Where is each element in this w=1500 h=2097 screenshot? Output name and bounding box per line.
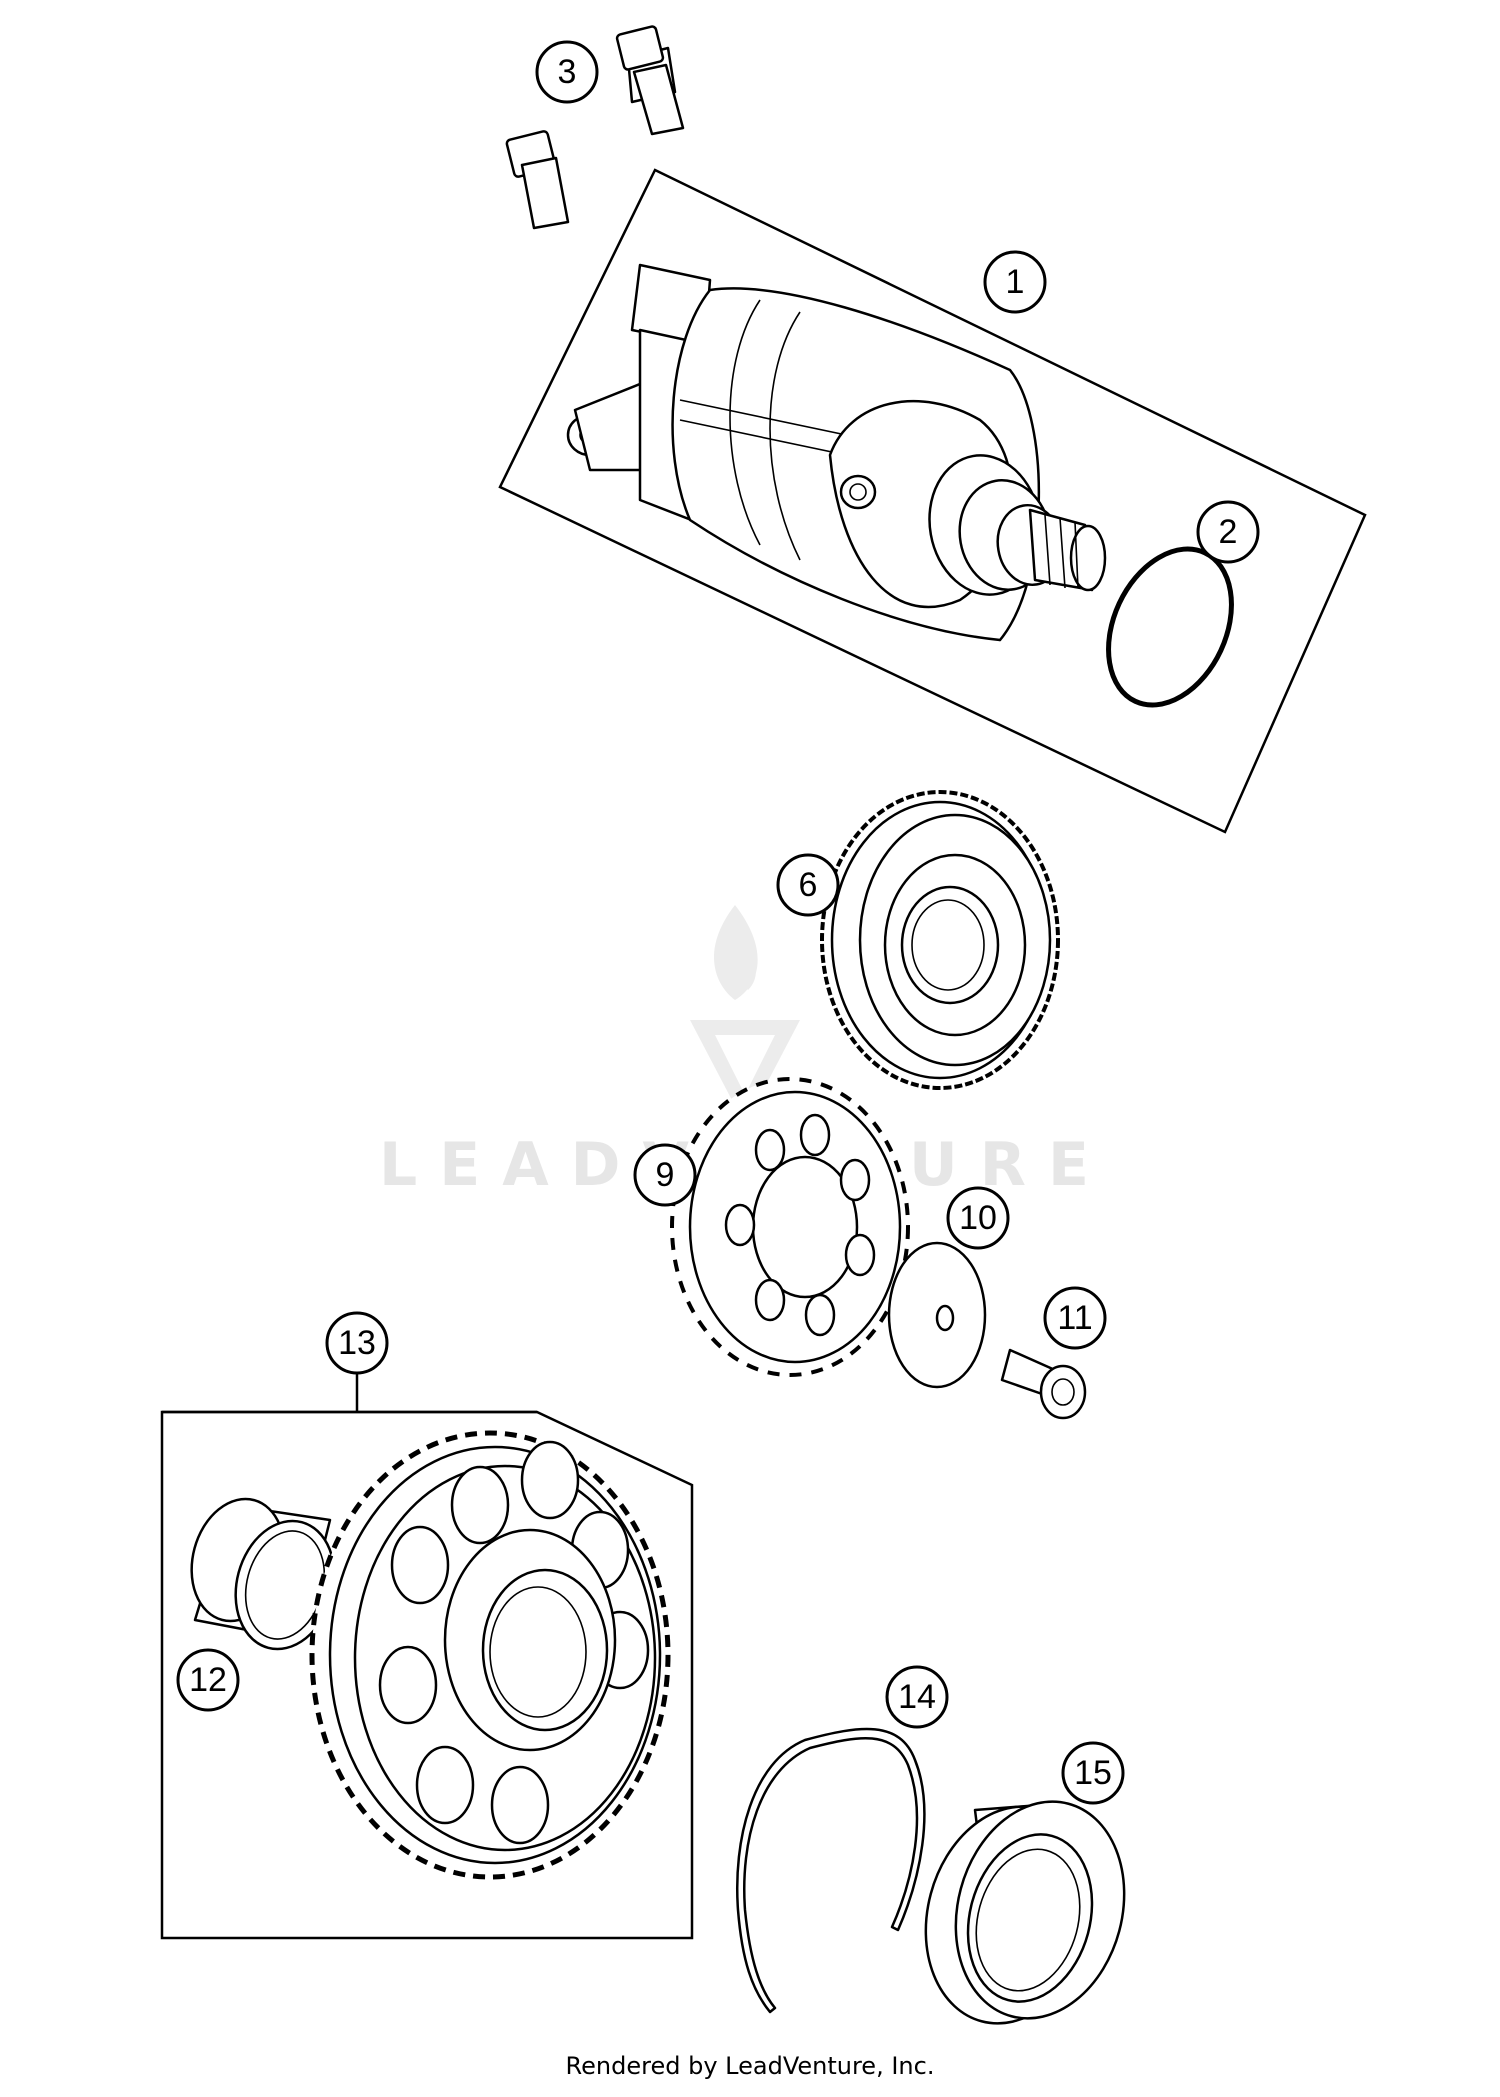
callout-label: 13	[338, 1324, 376, 1362]
part-10-washer	[887, 1241, 987, 1389]
callout-1: 1	[983, 250, 1047, 314]
callout-label: 15	[1074, 1754, 1112, 1792]
part-11-bolt	[1000, 1348, 1087, 1420]
callout-label: 9	[656, 1156, 675, 1194]
footer-credit: Rendered by LeadVenture, Inc.	[565, 2052, 935, 2080]
part-3-bolt-bottom	[505, 130, 570, 230]
starter-motor-group-box	[498, 168, 1367, 834]
callout-15: 15	[1061, 1741, 1125, 1805]
callout-label: 10	[959, 1199, 997, 1237]
part-9-gear	[670, 1077, 910, 1377]
part-3-bolt-top	[615, 25, 685, 136]
watermark-flame-icon	[714, 905, 758, 1000]
watermark-v-icon	[690, 1020, 800, 1125]
part-1-starter-motor	[566, 263, 1107, 642]
callout-label: 12	[189, 1661, 227, 1699]
callout-11: 11	[1043, 1286, 1107, 1350]
callout-label: 2	[1219, 513, 1238, 551]
part-13-large-gear	[309, 1430, 671, 1880]
callout-6: 6	[776, 853, 840, 917]
callout-label: 11	[1057, 1299, 1092, 1337]
callout-label: 1	[1006, 263, 1025, 301]
callout-label: 14	[898, 1678, 936, 1716]
callout-13: 13	[325, 1311, 389, 1375]
part-14-retaining-ring	[736, 1727, 926, 2014]
callout-3: 3	[535, 40, 599, 104]
callout-label: 3	[558, 53, 577, 91]
callout-label: 6	[799, 866, 818, 904]
part-6-gear	[820, 790, 1060, 1090]
callout-10: 10	[946, 1186, 1010, 1250]
part-12-bearing-sleeve	[190, 1497, 336, 1651]
callout-14: 14	[885, 1665, 949, 1729]
callout-9: 9	[633, 1143, 697, 1207]
callout-12: 12	[176, 1648, 240, 1712]
callout-2: 2	[1196, 500, 1260, 564]
part-15-shaft-seal	[924, 1800, 1126, 2025]
